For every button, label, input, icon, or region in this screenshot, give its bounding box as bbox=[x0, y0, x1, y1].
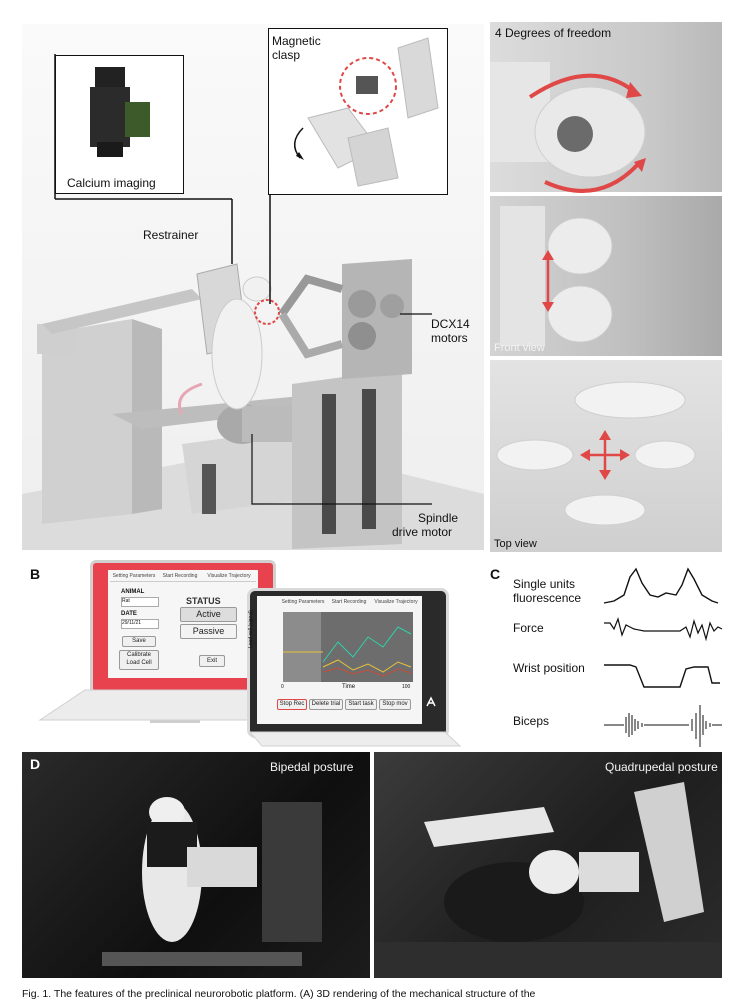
quadrupedal-label: Quadrupedal posture bbox=[605, 760, 718, 774]
figure-caption: Fig. 1. The features of the preclinical … bbox=[22, 988, 536, 1000]
single-units-label-2: fluorescence bbox=[513, 591, 582, 605]
animal-field[interactable]: Rat bbox=[121, 597, 159, 607]
quadrupedal-illustration bbox=[374, 782, 722, 978]
calibrate-button[interactable]: Calibrate Load Cell bbox=[119, 650, 159, 670]
biceps-emg-trace bbox=[604, 705, 722, 747]
force-label: Force bbox=[513, 621, 544, 635]
active-button[interactable]: Active bbox=[180, 607, 237, 622]
start-task-button[interactable]: Start task bbox=[345, 699, 377, 710]
bipedal-illustration bbox=[102, 797, 322, 966]
magnetic-clasp-label-1: Magnetic bbox=[272, 34, 321, 48]
left-tab-visualize[interactable]: Visualize Trajectory bbox=[207, 573, 251, 579]
restrainer-label: Restrainer bbox=[143, 228, 199, 242]
tablet-keyboard bbox=[248, 731, 462, 747]
magnetic-clasp-label-2: clasp bbox=[272, 48, 301, 62]
tablet-logo-icon bbox=[426, 696, 436, 707]
animal-label: ANIMAL bbox=[121, 589, 145, 595]
wrist-position-label: Wrist position bbox=[513, 661, 585, 675]
stop-rec-button[interactable]: Stop Rec bbox=[277, 699, 307, 710]
exit-button[interactable]: Exit bbox=[199, 655, 225, 667]
robot-platform-illustration bbox=[22, 54, 484, 550]
tab-tab-visualize[interactable]: Visualize Trajectory bbox=[374, 599, 418, 605]
tablet-x0: 0 bbox=[281, 684, 284, 690]
calibrate-label-2: Load Cell bbox=[126, 660, 152, 666]
tablet-x1: 100 bbox=[402, 684, 411, 690]
wrist-position-trace bbox=[604, 664, 720, 688]
left-tab-setting[interactable]: Setting Parameters bbox=[112, 573, 156, 579]
tab-tab-setting[interactable]: Setting Parameters bbox=[281, 599, 325, 605]
panel-c-letter: C bbox=[490, 566, 501, 582]
bipedal-label: Bipedal posture bbox=[270, 760, 354, 774]
biceps-label: Biceps bbox=[513, 714, 550, 728]
tablet-xlabel: Time bbox=[342, 684, 356, 690]
calibrate-label-1: Calibrate bbox=[126, 652, 151, 658]
signal-traces bbox=[603, 567, 723, 747]
left-tab-start[interactable]: Start Recording bbox=[162, 573, 198, 579]
tab-tab-start[interactable]: Start Recording bbox=[331, 599, 367, 605]
dof-label: 4 Degrees of freedom bbox=[495, 26, 612, 40]
calcium-imaging-label: Calcium imaging bbox=[67, 176, 156, 190]
passive-button[interactable]: Passive bbox=[180, 624, 237, 639]
panel-b-letter: B bbox=[30, 566, 41, 582]
date-label: DATE bbox=[121, 611, 137, 617]
status-label: STATUS bbox=[186, 596, 221, 606]
camera-module-image bbox=[90, 67, 150, 157]
top-view-label: Top view bbox=[494, 538, 537, 550]
force-trace bbox=[604, 617, 723, 642]
tablet-plot bbox=[283, 612, 413, 682]
stop-mov-button[interactable]: Stop mov bbox=[379, 699, 411, 710]
clasp-illustration bbox=[294, 37, 439, 187]
date-field[interactable]: 29/11/21 bbox=[121, 619, 159, 629]
front-view-label: Front view bbox=[494, 342, 545, 354]
single-units-label-1: Single units bbox=[513, 577, 576, 591]
top-view-illustration bbox=[496, 381, 696, 526]
fluorescence-trace bbox=[603, 567, 719, 604]
panel-d-letter: D bbox=[30, 756, 41, 772]
dof-illustration bbox=[490, 62, 646, 193]
left-tab-divider bbox=[110, 581, 256, 582]
tablet-ylabel: Load cell (signal) bbox=[248, 610, 254, 648]
spindle-label-2: drive motor bbox=[392, 525, 453, 539]
delete-trial-button[interactable]: Delete trial bbox=[309, 699, 343, 710]
dcx14-label-1: DCX14 bbox=[431, 317, 470, 331]
front-view-illustration bbox=[500, 206, 613, 346]
save-button[interactable]: Save bbox=[122, 636, 156, 647]
spindle-label-1: Spindle bbox=[418, 511, 459, 525]
dcx14-label-2: motors bbox=[431, 331, 468, 345]
